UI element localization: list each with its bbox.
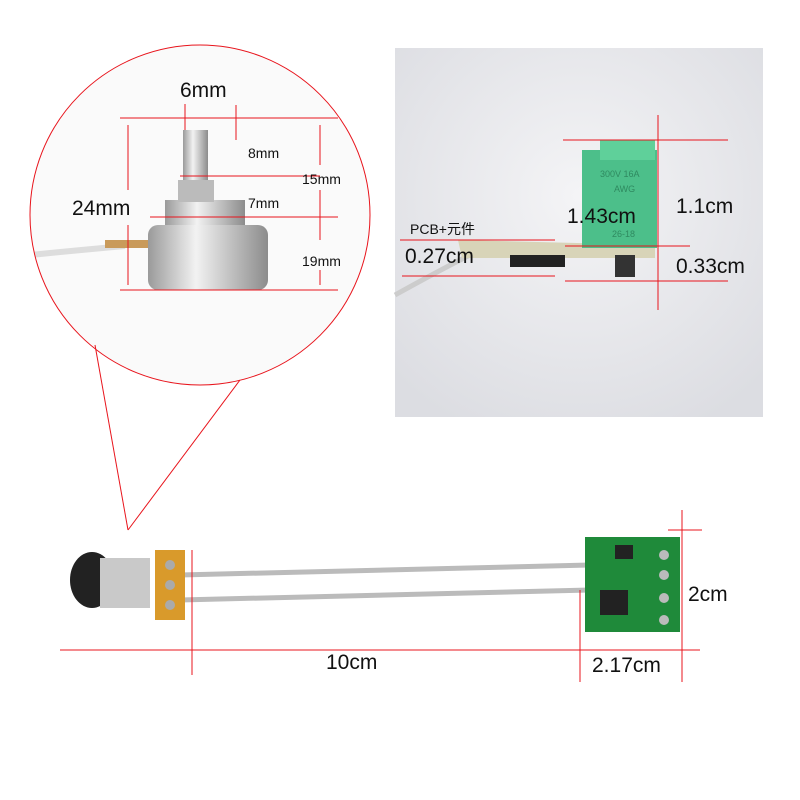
terminal-marking-2: AWG	[614, 184, 636, 194]
pot-shaft	[183, 130, 208, 185]
label-pcb-thickness: 0.27cm	[405, 245, 474, 268]
pot-bushing	[165, 200, 245, 225]
magnifier-outline	[29, 44, 371, 386]
label-bottom-clearance: 0.33cm	[676, 255, 745, 278]
assembly-photo	[70, 537, 680, 632]
label-terminal-top: 1.1cm	[676, 195, 734, 218]
terminal-marking-3: 26-18	[612, 229, 636, 239]
magnifier-dimension-lines	[120, 104, 338, 291]
wire	[179, 562, 591, 578]
pcb-pad	[659, 550, 669, 560]
assembly-dimension-lines	[60, 510, 702, 682]
terminal-marking-1: 300V 16A	[600, 169, 640, 179]
magnifier-pointer-line	[94, 344, 129, 531]
pcb-pad	[659, 570, 669, 580]
pcb-chip	[615, 545, 633, 559]
label-shaft-length: 8mm	[248, 145, 280, 161]
terminal-block-top	[600, 140, 655, 160]
pcb-pad	[659, 615, 669, 625]
terminal-pin	[615, 255, 635, 277]
label-terminal-height: 1.43cm	[567, 205, 636, 228]
pcb-pad	[659, 593, 669, 603]
side-dimension-lines	[400, 115, 728, 310]
wire	[393, 252, 472, 298]
label-body-diameter: 19mm	[302, 253, 341, 269]
pot-terminal-screw	[165, 600, 175, 610]
pot-terminal-screw	[165, 560, 175, 570]
label-board-width: 2.17cm	[592, 654, 661, 677]
pot-body-small	[100, 558, 150, 608]
side-photo-background	[395, 48, 763, 417]
pcb-chip	[600, 590, 628, 615]
pot-terminal-screw	[165, 580, 175, 590]
label-board-height: 2cm	[688, 583, 728, 606]
magnifier-view	[30, 45, 370, 385]
pot-nut	[178, 180, 214, 202]
magnifier-pointer-line	[127, 379, 241, 531]
label-upper-height: 15mm	[302, 171, 341, 187]
label-total-length: 10cm	[326, 651, 378, 674]
wire	[179, 587, 591, 603]
label-total-height: 24mm	[72, 197, 131, 220]
pcb-component	[510, 255, 565, 267]
label-component-caption: PCB+元件	[410, 221, 475, 237]
label-shaft-width: 6mm	[180, 79, 227, 102]
pot-body	[148, 225, 268, 290]
label-thread-length: 7mm	[248, 195, 280, 211]
side-photo	[393, 48, 763, 417]
terminal-block	[582, 150, 657, 248]
